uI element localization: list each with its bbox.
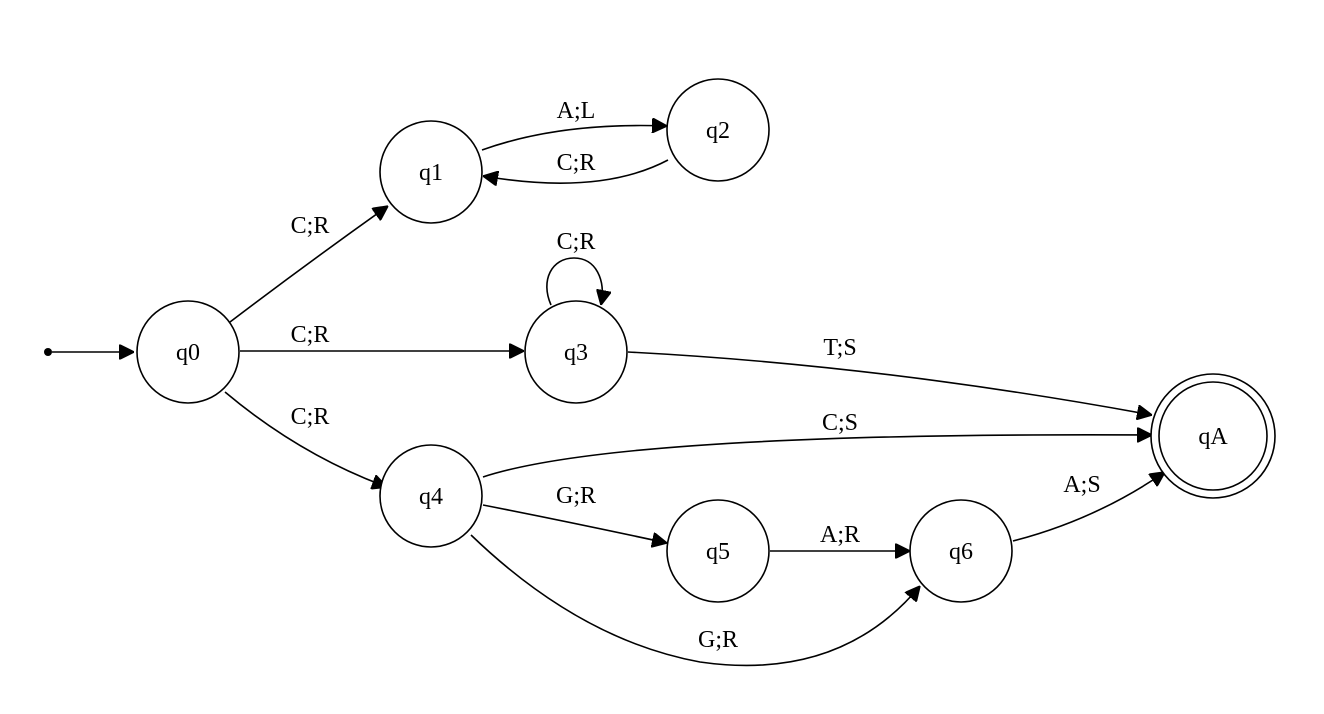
state-label: q3	[564, 340, 588, 366]
state-label: q6	[949, 539, 973, 565]
state-label: q4	[419, 484, 443, 510]
edge-q1-q2	[481, 126, 667, 151]
state-circle	[524, 300, 628, 404]
edge-q4-q6	[470, 534, 920, 667]
state-q0: q0	[136, 300, 240, 404]
edge-label-q4-q5: G;R	[556, 483, 596, 509]
state-label: q1	[419, 160, 443, 186]
edge-label-q6-qA: A;S	[1063, 472, 1100, 498]
accept-inner-circle	[1158, 381, 1268, 491]
state-circle	[379, 444, 483, 548]
edge-label-q0-q1: C;R	[291, 213, 330, 239]
edge-q0-q1	[229, 206, 388, 323]
state-q4: q4	[379, 444, 483, 548]
state-label: qA	[1198, 424, 1228, 450]
state-q2: q2	[666, 78, 770, 182]
edge-label-q0-q3: C;R	[291, 322, 330, 348]
state-circle	[666, 78, 770, 182]
state-circle	[666, 499, 770, 603]
edge-q4-qA	[482, 435, 1152, 478]
state-q3: q3	[524, 300, 628, 404]
state-label: q5	[706, 539, 730, 565]
state-label: q2	[706, 118, 730, 144]
edge-q0-q4	[224, 391, 387, 487]
state-q5: q5	[666, 499, 770, 603]
state-qA: qA	[1150, 373, 1276, 499]
state-label: q0	[176, 340, 200, 366]
edge-q4-q5	[482, 504, 667, 543]
edge-label-q3-qA: T;S	[823, 335, 856, 361]
edge-label-q4-q6: G;R	[698, 627, 738, 653]
edge-label-q4-qA: C;S	[822, 410, 858, 436]
edge-q3-q3	[546, 257, 602, 305]
edge-label-q3-q3: C;R	[557, 229, 596, 255]
edge-label-q1-q2: A;L	[557, 98, 596, 124]
edge-q6-qA	[1012, 472, 1165, 542]
state-circle	[136, 300, 240, 404]
state-circle	[909, 499, 1013, 603]
state-circle	[379, 120, 483, 224]
edge-label-q0-q4: C;R	[291, 404, 330, 430]
edge-q3-qA	[627, 351, 1152, 415]
edge-label-q5-q6: A;R	[820, 522, 860, 548]
edge-q2-q1	[483, 159, 669, 183]
start-point	[44, 348, 52, 356]
state-q6: q6	[909, 499, 1013, 603]
edge-label-q2-q1: C;R	[557, 150, 596, 176]
state-q1: q1	[379, 120, 483, 224]
